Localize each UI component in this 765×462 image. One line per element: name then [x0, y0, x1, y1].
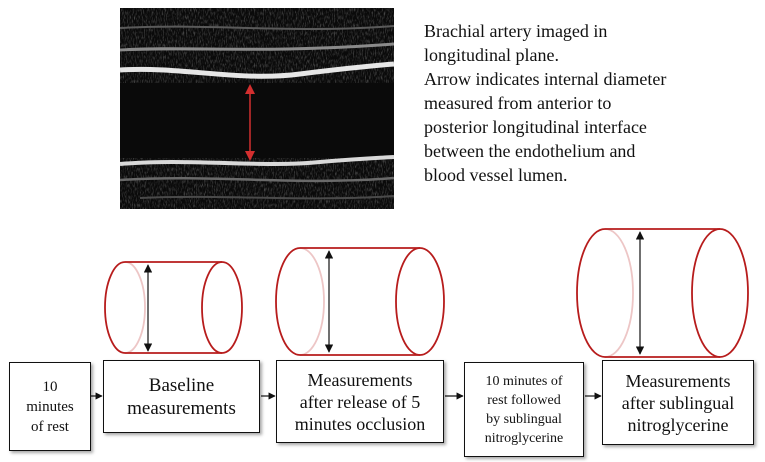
step-line: by sublingual — [486, 411, 562, 427]
step-line: Measurements — [625, 370, 731, 391]
caption-line: posterior longitudinal interface — [424, 117, 647, 137]
step-line: measurements — [127, 397, 236, 419]
step-line: after sublingual — [621, 392, 735, 413]
caption-line: Brachial artery imaged in — [424, 21, 608, 41]
caption-line: blood vessel lumen. — [424, 165, 568, 185]
caption-line: longitudinal plane. — [424, 45, 559, 65]
vessel-cylinder-nitroglycerine — [576, 228, 749, 358]
step-line: 10 minutes of — [485, 373, 563, 389]
step-nitroglycerine: Measurements after sublingual nitroglyce… — [602, 360, 754, 445]
step-line: minutes occlusion — [294, 413, 426, 434]
step-baseline: Baseline measurements — [103, 360, 260, 433]
step-line: of rest — [31, 418, 69, 435]
step-line: minutes — [26, 398, 74, 415]
step-rest: 10 minutes of rest — [9, 362, 91, 451]
diameter-arrow — [245, 84, 255, 161]
step-line: rest followed — [487, 392, 561, 408]
step-line: nitroglycerine — [484, 430, 564, 446]
step-line: Measurements — [307, 369, 413, 390]
step-line: 10 — [42, 378, 58, 395]
caption: Brachial artery imaged in longitudinal p… — [424, 19, 754, 187]
caption-line: measured from anterior to — [424, 93, 612, 113]
posterior-wall — [120, 155, 394, 166]
step-line: after release of 5 — [299, 391, 421, 412]
caption-line: between the endothelium and — [424, 141, 636, 161]
step-line: Baseline — [148, 374, 215, 396]
vessel-cylinder-baseline — [104, 261, 243, 354]
anterior-wall — [120, 61, 394, 79]
step-line: nitroglycerine — [627, 414, 729, 435]
ultrasound-image — [120, 8, 394, 209]
step-rest-nitroglycerine: 10 minutes of rest followed by sublingua… — [464, 362, 584, 457]
caption-line: Arrow indicates internal diameter — [424, 69, 667, 89]
vessel-cylinder-occlusion — [275, 247, 445, 356]
step-occlusion: Measurements after release of 5 minutes … — [276, 360, 444, 443]
